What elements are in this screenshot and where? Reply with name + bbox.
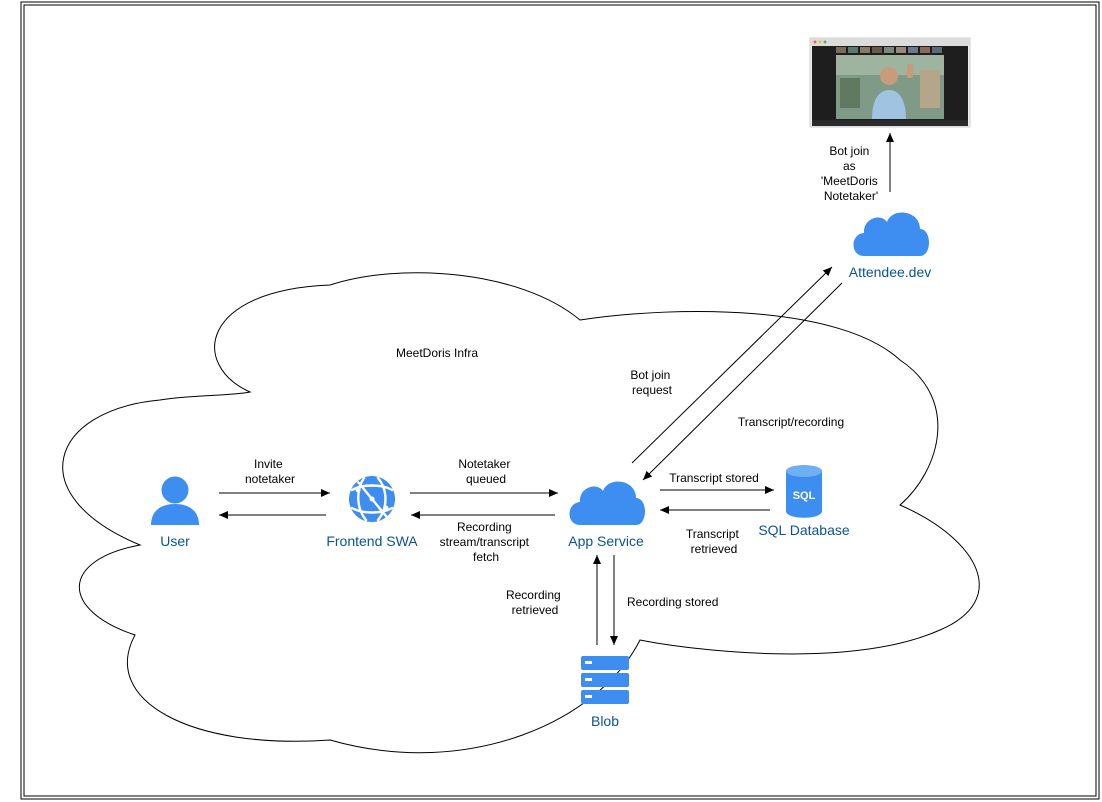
storage-blob-icon xyxy=(581,656,629,704)
edge-label-recording-stored: Recording stored xyxy=(627,595,718,609)
app-service-label: App Service xyxy=(568,533,644,549)
inner-frame xyxy=(23,4,1097,797)
blob-label: Blob xyxy=(591,713,619,729)
edge-label-notetaker-queued: Notetaker queued xyxy=(458,457,513,486)
web-app-globe-icon xyxy=(349,476,395,522)
infra-title: MeetDoris Infra xyxy=(396,346,478,360)
edge-label-bot-join-request: Bot join request xyxy=(630,368,673,397)
edge-label-transcript-recording: Transcript/recording xyxy=(738,415,844,429)
person-icon xyxy=(151,476,199,525)
outer-frame xyxy=(20,1,1100,800)
frontend-swa-label: Frontend SWA xyxy=(326,533,418,549)
edge-label-invite-notetaker: Invite notetaker xyxy=(245,457,295,486)
cloud-icon xyxy=(569,481,645,525)
video-call-screenshot xyxy=(809,37,971,128)
infra-cloud-boundary xyxy=(62,272,980,754)
frontend-swa-node: Frontend SWA xyxy=(326,476,418,549)
edge-label-recording-stream: Recording stream/transcript fetch xyxy=(440,520,533,564)
arrow-attendee-to-appservice xyxy=(642,282,843,481)
blob-node: Blob xyxy=(581,656,629,729)
attendee-node: Attendee.dev xyxy=(849,212,932,280)
sql-database-icon: SQL xyxy=(786,465,822,518)
sql-icon-text: SQL xyxy=(793,490,816,502)
edge-label-recording-retrieved: Recording retrieved xyxy=(506,588,564,617)
user-node: User xyxy=(151,476,199,549)
cloud-icon xyxy=(853,212,929,256)
edge-label-transcript-retrieved: Transcript retrieved xyxy=(686,527,742,556)
edge-label-transcript-stored: Transcript stored xyxy=(669,471,759,485)
sql-database-node: SQL SQL Database xyxy=(758,465,850,538)
attendee-label: Attendee.dev xyxy=(849,264,932,280)
edge-label-bot-join-as: Bot join as 'MeetDoris Notetaker' xyxy=(821,144,881,203)
app-service-node: App Service xyxy=(568,481,645,549)
arrow-appservice-to-attendee xyxy=(631,266,833,464)
sql-database-label: SQL Database xyxy=(758,522,850,538)
user-label: User xyxy=(160,533,190,549)
